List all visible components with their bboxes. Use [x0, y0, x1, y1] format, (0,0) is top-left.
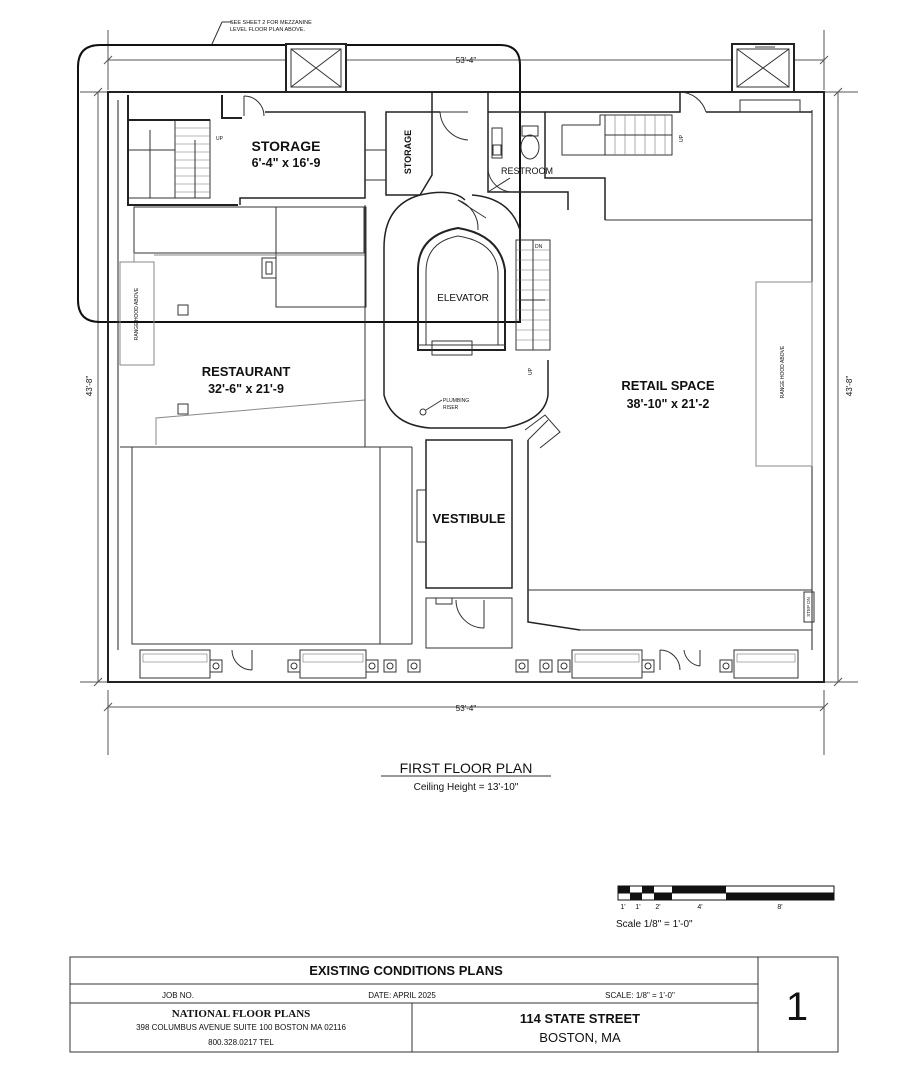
scale-tick-3: 2'	[655, 904, 660, 911]
restroom-walls	[487, 111, 606, 220]
company-address: 398 COLUMBUS AVENUE SUITE 100 BOSTON MA …	[136, 1023, 346, 1032]
restaurant-walls	[119, 205, 413, 645]
scale-text: Scale 1/8" = 1'-0"	[616, 919, 693, 930]
mezzanine-outline	[77, 21, 521, 323]
bottom-dimension: 53'-4"	[456, 704, 477, 713]
skylight-left	[285, 43, 347, 93]
retail-step-label: STEP DN	[806, 597, 811, 616]
plan-title: FIRST FLOOR PLAN	[400, 760, 533, 776]
job-number-label: JOB NO.	[162, 991, 194, 1000]
title-block	[69, 956, 839, 1053]
ceiling-height: Ceiling Height = 13'-10"	[414, 782, 519, 793]
stair-center-up-label: UP	[528, 367, 534, 375]
stair-center	[515, 239, 551, 351]
storage-room-walls	[127, 95, 367, 308]
vestibule-walls	[416, 439, 513, 649]
door-storage-hall	[431, 92, 489, 141]
elevator-label: ELEVATOR	[437, 293, 489, 304]
skylight-right	[731, 43, 795, 93]
property-street: 114 STATE STREET	[520, 1011, 640, 1026]
scale-tick-5: 8'	[777, 904, 782, 911]
restaurant-size: 32'-6" x 21'-9	[208, 382, 284, 396]
scale-bar	[617, 885, 835, 901]
scale-tick-1: 1'	[620, 904, 625, 911]
scale-tick-4: 4'	[697, 904, 702, 911]
retail-space-label: RETAIL SPACE	[621, 378, 715, 393]
stair-left-up-label: UP	[216, 136, 224, 142]
restaurant-label: RESTAURANT	[202, 364, 291, 379]
stair-left	[127, 119, 211, 199]
vestibule-label: VESTIBULE	[433, 511, 506, 526]
scale-tick-2: 1'	[635, 904, 640, 911]
top-dimension: 53'-4"	[456, 56, 477, 65]
sheet-number: 1	[786, 985, 808, 1029]
retail-walls	[524, 219, 815, 631]
stair-center-dn-label: DN	[535, 244, 543, 250]
range-hood-left-label: RANGE HOOD ABOVE	[134, 287, 140, 340]
property-city: BOSTON, MA	[539, 1030, 621, 1045]
plumbing-riser-label-line2: RISER	[443, 405, 459, 411]
stair-right	[545, 91, 812, 156]
restroom-label: RESTROOM	[501, 166, 553, 176]
mezzanine-note-line2: LEVEL FLOOR PLAN ABOVE.	[230, 27, 305, 33]
company-name: NATIONAL FLOOR PLANS	[172, 1008, 311, 1020]
dimension-lines	[80, 30, 858, 755]
storage-room-size: 6'-4" x 16'-9	[252, 156, 321, 170]
left-dimension: 43'-8"	[85, 376, 94, 397]
right-dimension: 43'-8"	[845, 376, 854, 397]
storage-closet-walls	[365, 111, 433, 196]
mezzanine-note: SEE SHEET 2 FOR MEZZANINE	[230, 20, 312, 26]
company-phone: 800.328.0217 TEL	[208, 1038, 274, 1047]
range-hood-right-label: RANGE HOOD ABOVE	[780, 345, 786, 398]
plumbing-riser-symbol	[419, 399, 443, 416]
elevator-hall-walls	[383, 191, 549, 429]
storage-room-label: STORAGE	[252, 138, 321, 154]
drawing-scale: SCALE: 1/8" = 1'-0"	[605, 991, 675, 1000]
storage-closet-label: STORAGE	[403, 130, 413, 174]
title-block-heading: EXISTING CONDITIONS PLANS	[309, 963, 503, 978]
storefront-facade	[139, 649, 799, 679]
drawing-date: DATE: APRIL 2025	[368, 991, 436, 1000]
plumbing-riser-label: PLUMBING	[443, 398, 469, 404]
retail-space-size: 38'-10" x 21'-2	[627, 397, 710, 411]
stair-right-up-label: UP	[679, 134, 685, 142]
